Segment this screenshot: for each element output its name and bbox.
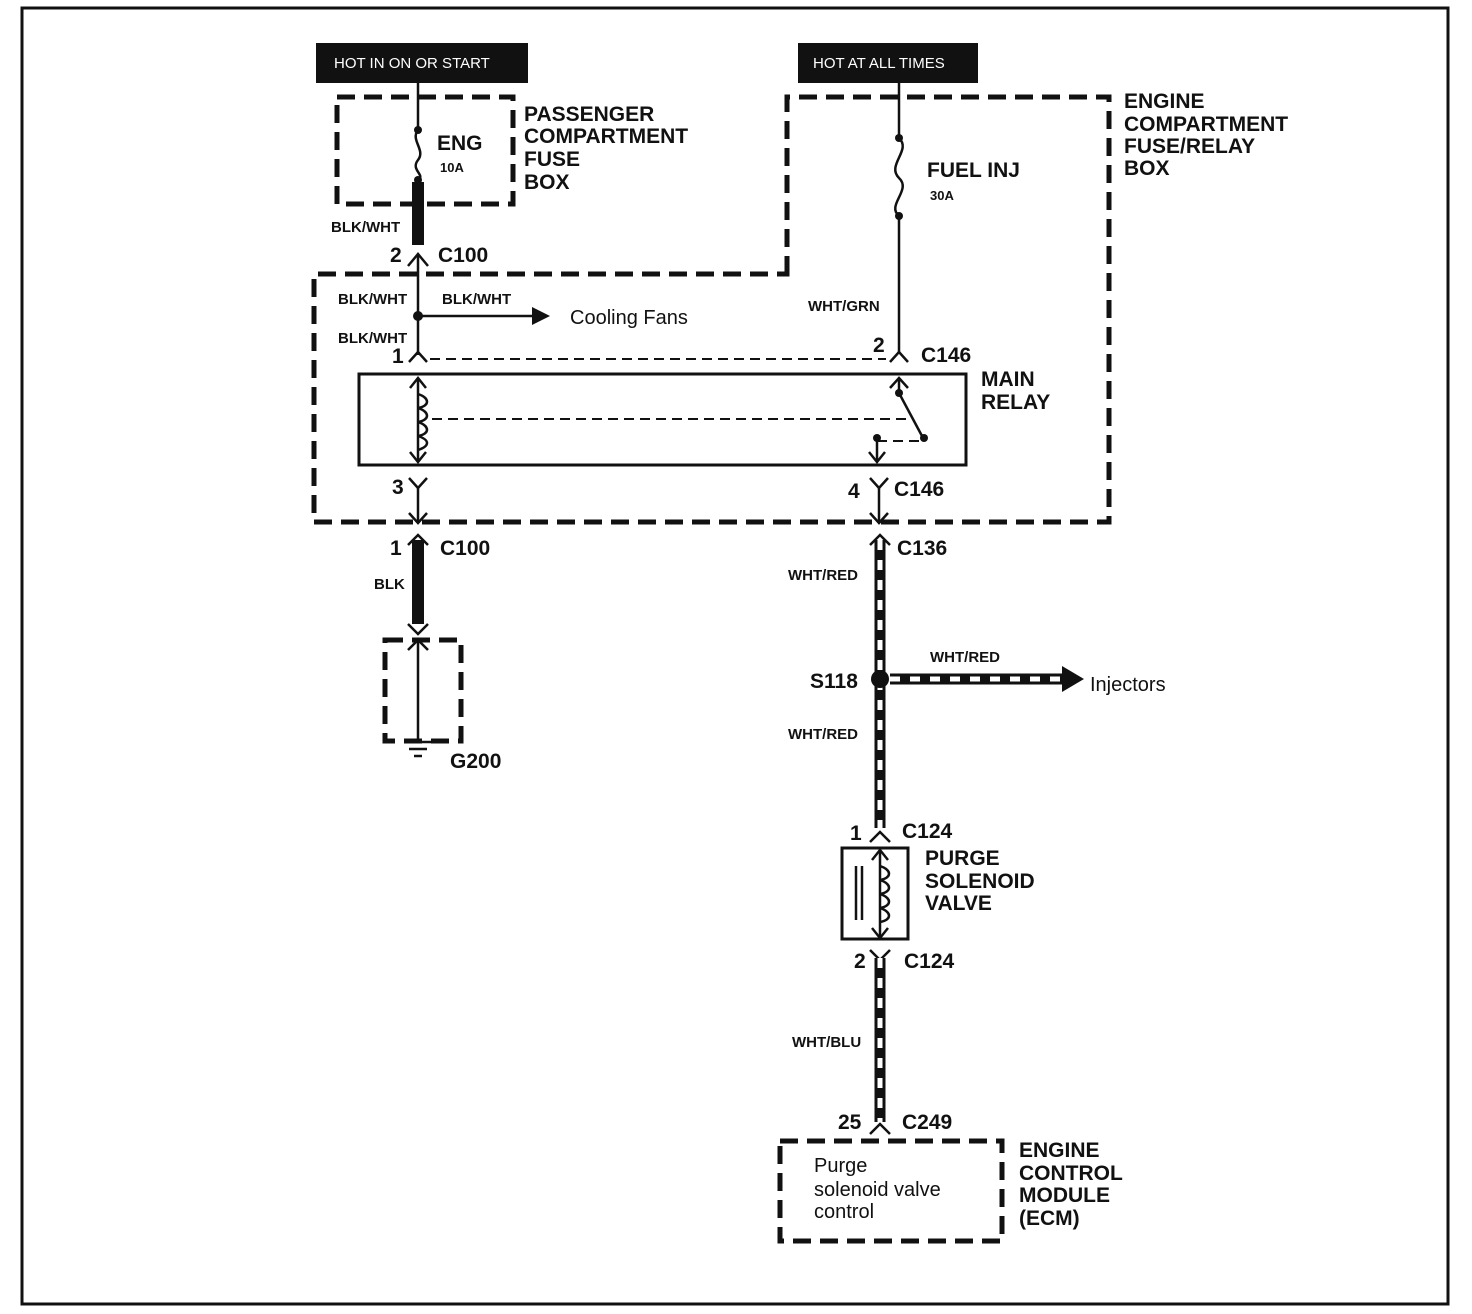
passenger-fuse-box <box>334 94 516 207</box>
connector-symbol-c146-pin4 <box>869 477 889 490</box>
connector-c124-bottom: C124 <box>904 950 955 973</box>
purge-valve-label-3: VALVE <box>925 892 992 915</box>
connector-c124-top: C124 <box>902 820 953 843</box>
engine-box-label-2: COMPARTMENT <box>1124 113 1288 136</box>
splice-s118 <box>871 670 889 688</box>
connector-symbol-c146-pin2 <box>889 350 909 363</box>
connector-c136: C136 <box>897 537 947 560</box>
ecm-box <box>777 1138 1005 1244</box>
purge-solenoid-coil <box>854 847 891 941</box>
wire-label-wht-red-3: WHT/RED <box>788 726 858 743</box>
connector-symbol-c146-pin1 <box>408 350 428 363</box>
pin-25-c249: 25 <box>838 1111 862 1134</box>
header-hot-at-all: HOT AT ALL TIMES <box>798 43 978 83</box>
engine-fuse-relay-box <box>311 94 1112 525</box>
ground-box <box>382 637 464 744</box>
engine-box-label-1: ENGINE <box>1124 90 1205 113</box>
arrow-cooling-fans <box>532 307 550 325</box>
pin-2-c100: 2 <box>390 244 402 267</box>
wire-label-wht-grn: WHT/GRN <box>808 298 880 315</box>
header-hot-at-all-text: HOT AT ALL TIMES <box>813 55 945 72</box>
ecm-label-2: CONTROL <box>1019 1162 1123 1185</box>
ecm-inner-3: control <box>814 1201 874 1223</box>
ecm-label-1: ENGINE <box>1019 1139 1100 1162</box>
wire-label-blk: BLK <box>374 576 405 593</box>
cooling-fans-label: Cooling Fans <box>570 307 688 329</box>
header-hot-in-on: HOT IN ON OR START <box>316 43 528 83</box>
passenger-box-label-3: FUSE <box>524 148 580 171</box>
injectors-label: Injectors <box>1090 674 1166 696</box>
connector-symbol-c100-bottom <box>407 533 429 546</box>
purge-valve-label-2: SOLENOID <box>925 870 1035 893</box>
wire-label-blk-wht-3: BLK/WHT <box>442 291 511 308</box>
wire-label-wht-red-1: WHT/RED <box>788 567 858 584</box>
pin-4-c146: 4 <box>848 480 860 503</box>
connector-c146-top: C146 <box>921 344 971 367</box>
diagram-frame <box>20 6 1450 1306</box>
pin-1-c124: 1 <box>850 822 862 845</box>
fuel-inj-fuse-label: FUEL INJ <box>927 159 1020 182</box>
connector-symbol-c124-top <box>869 830 891 843</box>
passenger-box-label-1: PASSENGER <box>524 103 654 126</box>
connector-symbol-c136 <box>869 533 891 546</box>
engine-box-label-4: BOX <box>1124 157 1170 180</box>
wire-label-wht-blu: WHT/BLU <box>792 1034 861 1051</box>
fuel-inj-fuse-rating: 30A <box>930 188 954 203</box>
connector-c100-bottom: C100 <box>440 537 490 560</box>
wire-label-blk-wht-1: BLK/WHT <box>331 219 400 236</box>
ground-symbol <box>404 740 432 758</box>
connector-symbol-c146-pin3 <box>408 477 428 490</box>
pin-1-c100: 1 <box>390 537 402 560</box>
connector-c146-bottom: C146 <box>894 478 944 501</box>
arrow-injectors <box>1062 666 1084 692</box>
pin-1-c146: 1 <box>392 345 404 368</box>
header-hot-in-on-text: HOT IN ON OR START <box>334 55 490 72</box>
ecm-label-4: (ECM) <box>1019 1207 1080 1230</box>
ecm-label-3: MODULE <box>1019 1184 1110 1207</box>
engine-box-label-3: FUSE/RELAY <box>1124 135 1255 158</box>
splice-s118-label: S118 <box>810 670 858 693</box>
ecm-inner-2: solenoid valve <box>814 1179 941 1201</box>
main-relay-label-1: MAIN <box>981 368 1035 391</box>
purge-solenoid-box <box>840 846 910 941</box>
connector-symbol-c249 <box>869 1122 891 1135</box>
connector-c249: C249 <box>902 1111 952 1134</box>
wire-label-blk-wht-2: BLK/WHT <box>338 291 407 308</box>
wire-label-wht-red-2: WHT/RED <box>930 649 1000 666</box>
connector-symbol-c100-top <box>407 252 429 267</box>
purge-valve-label-1: PURGE <box>925 847 1000 870</box>
ground-g200-label: G200 <box>450 750 501 773</box>
main-relay-label-2: RELAY <box>981 391 1050 414</box>
eng-fuse-symbol <box>412 83 424 245</box>
passenger-box-label-4: BOX <box>524 171 570 194</box>
pin-3-c146: 3 <box>392 476 404 499</box>
eng-fuse-rating: 10A <box>440 160 464 175</box>
wire-label-blk-wht-4: BLK/WHT <box>338 330 407 347</box>
ecm-inner-1: Purge <box>814 1155 867 1177</box>
pin-2-c124: 2 <box>854 950 866 973</box>
passenger-box-label-2: COMPARTMENT <box>524 125 688 148</box>
eng-fuse-label: ENG <box>437 132 483 155</box>
main-relay-box <box>357 372 968 467</box>
relay-switch <box>868 376 928 465</box>
fuel-inj-fuse-symbol <box>894 83 904 352</box>
relay-coil <box>409 375 429 465</box>
connector-c100-top: C100 <box>438 244 488 267</box>
pin-2-c146: 2 <box>873 334 885 357</box>
